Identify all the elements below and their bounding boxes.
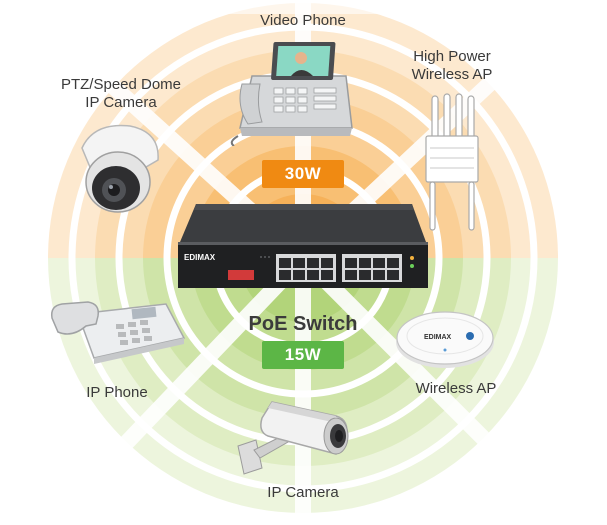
switch-ports-right (342, 254, 402, 282)
ptz-camera-label: PTZ/Speed Dome IP Camera (60, 76, 182, 111)
ceiling-wireless-ap-icon: EDIMAX (396, 311, 494, 368)
ip-camera-label: IP Camera (267, 484, 339, 501)
switch-brand-text: EDIMAX (184, 253, 216, 262)
ap-brand-text: EDIMAX (424, 334, 452, 341)
badge-15w: 15W (262, 341, 344, 369)
high-power-ap-icon (425, 93, 479, 231)
ip-bullet-camera-icon (237, 401, 349, 475)
video-phone-label: Video Phone (260, 12, 346, 29)
ptz-dome-camera-icon (81, 124, 159, 213)
ip-phone-label: IP Phone (86, 384, 148, 401)
wireless-ap-label: Wireless AP (415, 380, 497, 397)
ip-phone-icon (50, 301, 186, 364)
poe-switch-title: PoE Switch (248, 313, 358, 335)
badge-30w: 30W (262, 160, 344, 188)
switch-ports-left (276, 254, 336, 282)
high-power-ap-label: High Power Wireless AP (411, 48, 493, 83)
poe-switch-icon: EDIMAX (178, 204, 428, 288)
video-phone-icon (230, 42, 353, 146)
